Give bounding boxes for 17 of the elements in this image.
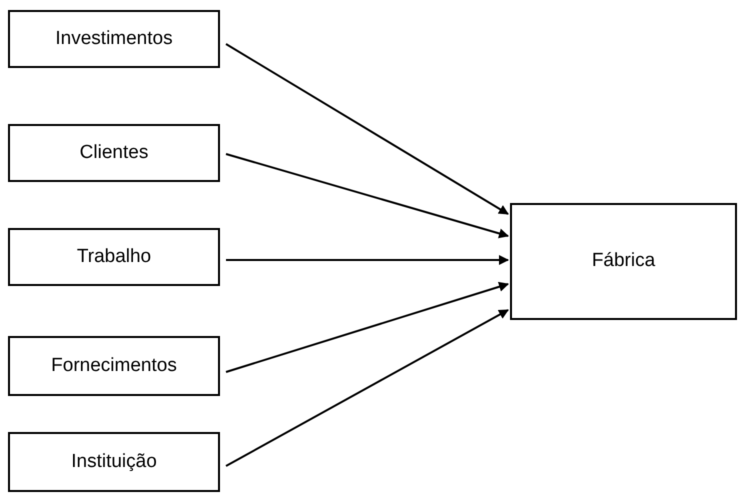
box-label: Fábrica [592,249,656,274]
process-box [8,336,220,396]
process-box [8,124,220,182]
box-label: Investimentos [55,26,173,51]
process-box [8,228,220,286]
box-label: Fornecimentos [51,354,177,378]
box-label: Instituição [71,450,157,474]
box-label: Trabalho [76,244,152,269]
arrow [226,153,509,238]
process-box [510,203,737,320]
arrow [225,43,509,215]
arrow [226,255,509,265]
process-box [8,432,220,492]
box-label: Clientes [80,140,148,165]
arrow [226,282,509,373]
arrow [226,309,509,467]
process-box [8,10,220,68]
